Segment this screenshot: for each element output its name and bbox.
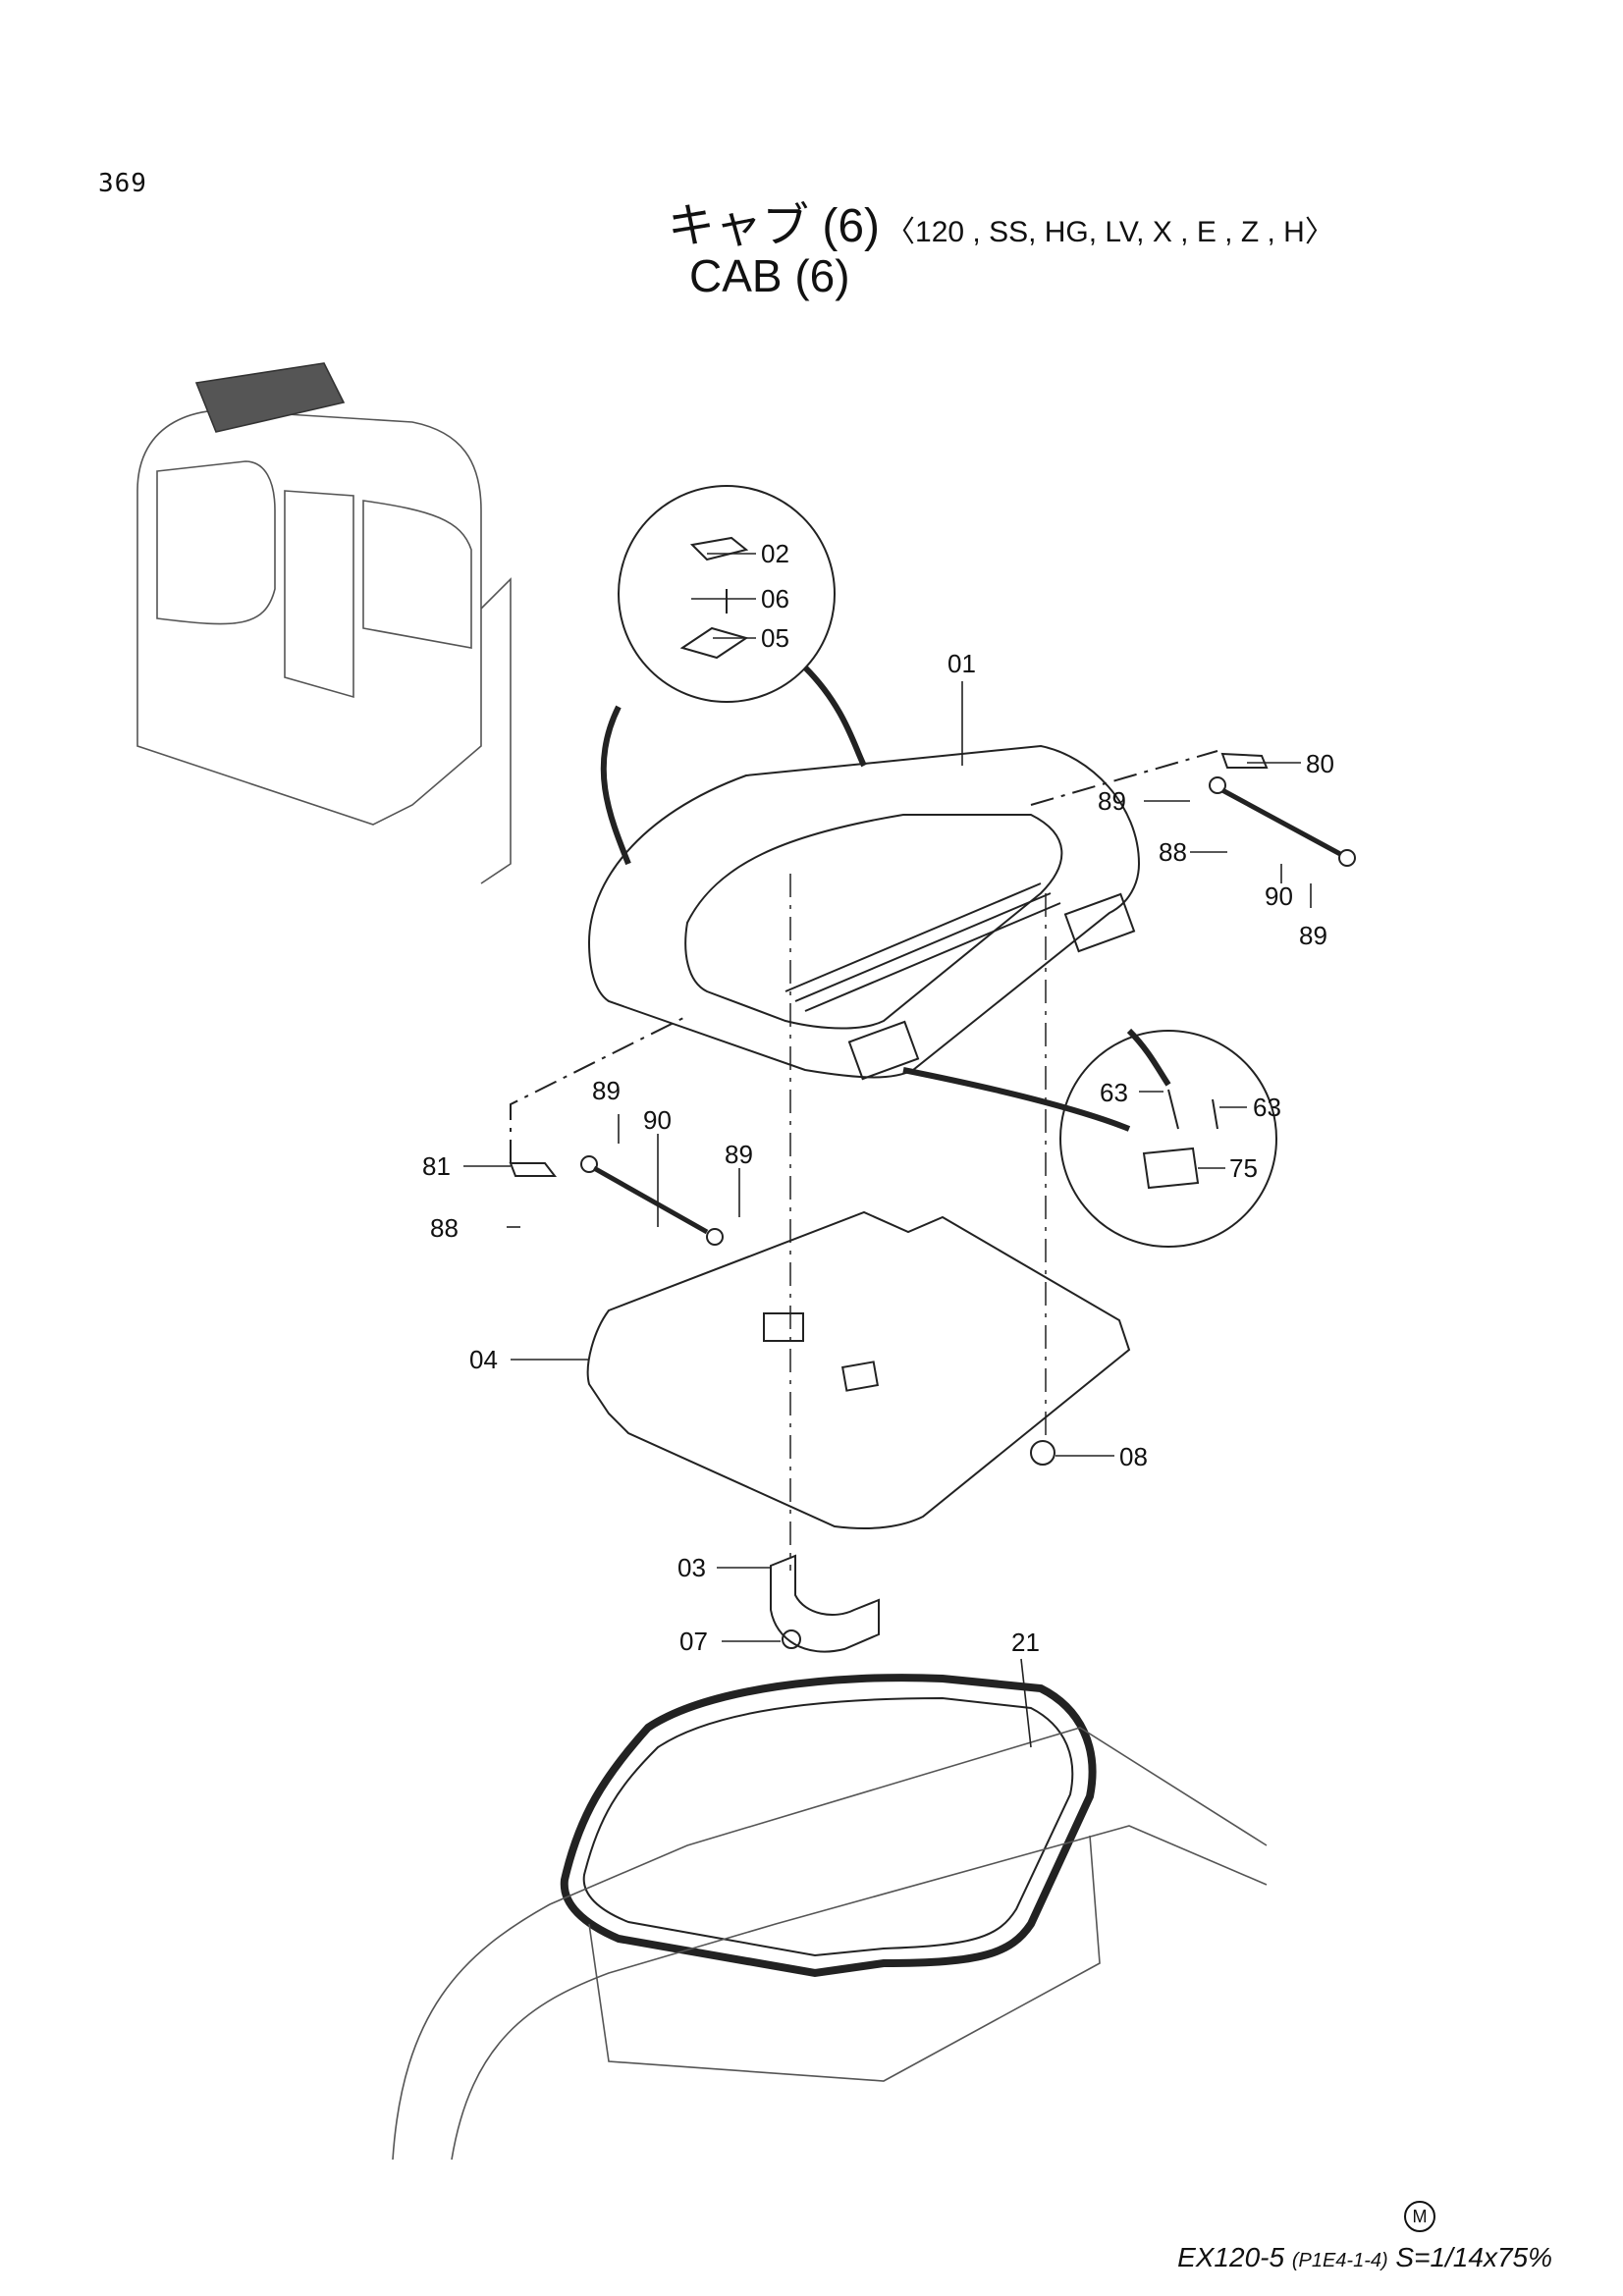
footer: EX120-5 (P1E4-1-4) S=1/14x75% (1177, 2242, 1552, 2273)
trim-plate (586, 1210, 1131, 1529)
callout-63-a: 63 (1100, 1078, 1128, 1107)
model-list: 〈120 , SS, HG, LV, X , E , Z , H〉 (886, 216, 1334, 248)
cab-overview-sketch (136, 362, 512, 884)
cab-base-sketch (392, 1727, 1268, 2161)
callout-90-b: 90 (643, 1105, 672, 1135)
callout-63-b: 63 (1253, 1093, 1281, 1122)
callout-89-c: 89 (592, 1076, 621, 1105)
leader-lines (463, 553, 1312, 1748)
callout-05: 05 (761, 623, 789, 653)
title-jp-text: キャブ (6) (668, 200, 881, 252)
detail-circle-top (618, 485, 836, 703)
callout-89-b: 89 (1299, 921, 1327, 950)
footer-scale: S=1/14x75% (1395, 2242, 1552, 2272)
callout-89-a: 89 (1098, 786, 1126, 816)
page-title-jp: キャブ (6)〈120 , SS, HG, LV, X , E , Z , H〉 (668, 187, 1334, 255)
page-number: 369 (98, 169, 147, 198)
gas-spring-right (1030, 750, 1356, 867)
callout-88-b: 88 (430, 1213, 459, 1243)
callout-88-a: 88 (1159, 837, 1187, 867)
callout-81: 81 (422, 1151, 451, 1181)
page-title-en: CAB (6) (689, 250, 850, 301)
hatch-seal (560, 1674, 1097, 1978)
detail-circle-right (1059, 1030, 1277, 1248)
callout-21: 21 (1011, 1628, 1040, 1657)
callout-06: 06 (761, 584, 789, 614)
callout-89-d: 89 (725, 1140, 753, 1169)
callout-07: 07 (679, 1627, 708, 1656)
callout-90-a: 90 (1265, 881, 1293, 911)
callout-03: 03 (677, 1553, 706, 1582)
grab-handle (770, 1554, 880, 1653)
footer-code: (P1E4-1-4) (1291, 2250, 1388, 2271)
footer-marker: M (1404, 2201, 1435, 2232)
footer-model: EX120-5 (1177, 2242, 1285, 2272)
callout-75: 75 (1229, 1153, 1258, 1183)
callout-01: 01 (947, 649, 976, 678)
roof-hatch-frame (587, 744, 1141, 1081)
callout-02: 02 (761, 539, 789, 568)
callout-08: 08 (1119, 1442, 1148, 1471)
gas-spring-left (509, 1015, 724, 1246)
callout-80: 80 (1306, 749, 1334, 778)
callout-04: 04 (469, 1345, 498, 1374)
